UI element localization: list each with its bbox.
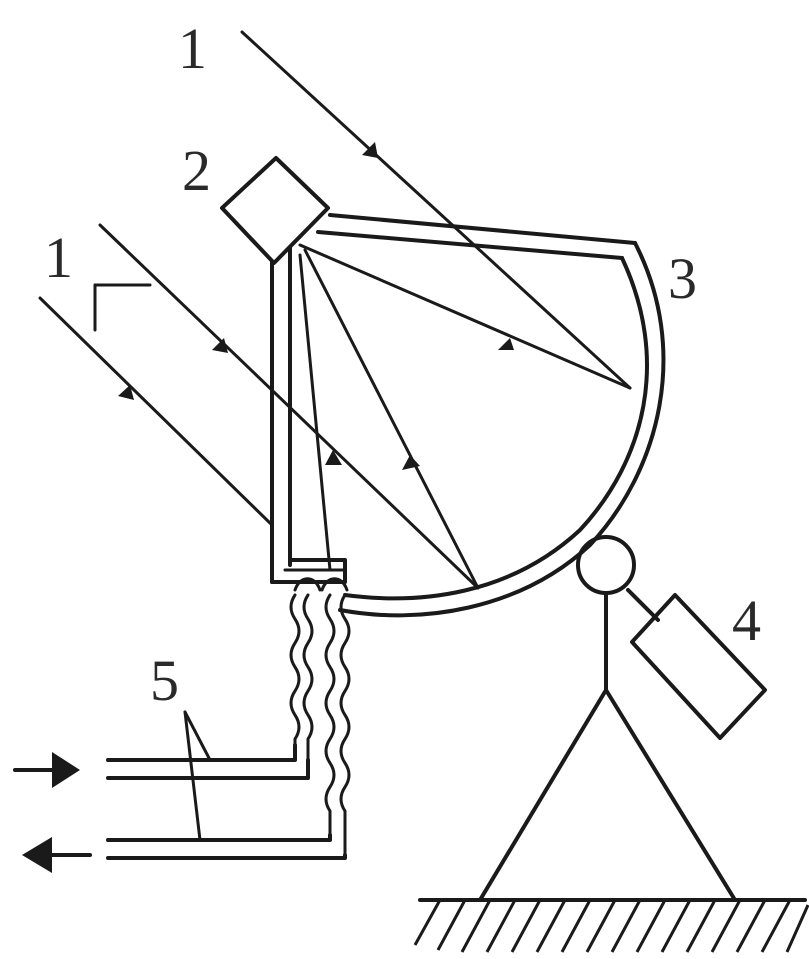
drive-unit bbox=[626, 588, 767, 740]
inlet-pipe bbox=[106, 743, 310, 780]
ray-arrow-1 bbox=[498, 338, 514, 350]
ray-label-bracket bbox=[93, 283, 152, 332]
ray-arrow-left-1 bbox=[212, 338, 228, 353]
receiver-box bbox=[220, 156, 330, 265]
reflected-rays bbox=[298, 243, 632, 590]
inflow-arrow-icon bbox=[13, 752, 80, 788]
ray-arrow-left-2 bbox=[118, 385, 134, 400]
ground-hatching bbox=[413, 899, 809, 953]
label-receiver: 2 bbox=[182, 138, 211, 203]
label-rays-top: 1 bbox=[178, 16, 207, 81]
parabolic-dish bbox=[316, 213, 666, 618]
ray-arrow-2 bbox=[402, 455, 420, 470]
label-pipes: 5 bbox=[150, 648, 179, 713]
flexible-hoses bbox=[289, 593, 351, 857]
incoming-rays bbox=[38, 30, 632, 590]
ground bbox=[413, 898, 809, 953]
label-drive: 4 bbox=[732, 588, 761, 653]
pipe-label-leaders bbox=[183, 710, 212, 842]
receiver-mast bbox=[270, 246, 349, 592]
ray-arrow-3 bbox=[325, 450, 342, 465]
outlet-pipe bbox=[106, 833, 347, 860]
label-rays-left: 1 bbox=[44, 225, 73, 290]
pivot-joint bbox=[576, 535, 636, 595]
outflow-arrow-icon bbox=[22, 837, 92, 873]
tripod-stand bbox=[478, 591, 737, 902]
label-concentrator: 3 bbox=[668, 246, 697, 311]
ray-arrow-top bbox=[362, 142, 378, 158]
